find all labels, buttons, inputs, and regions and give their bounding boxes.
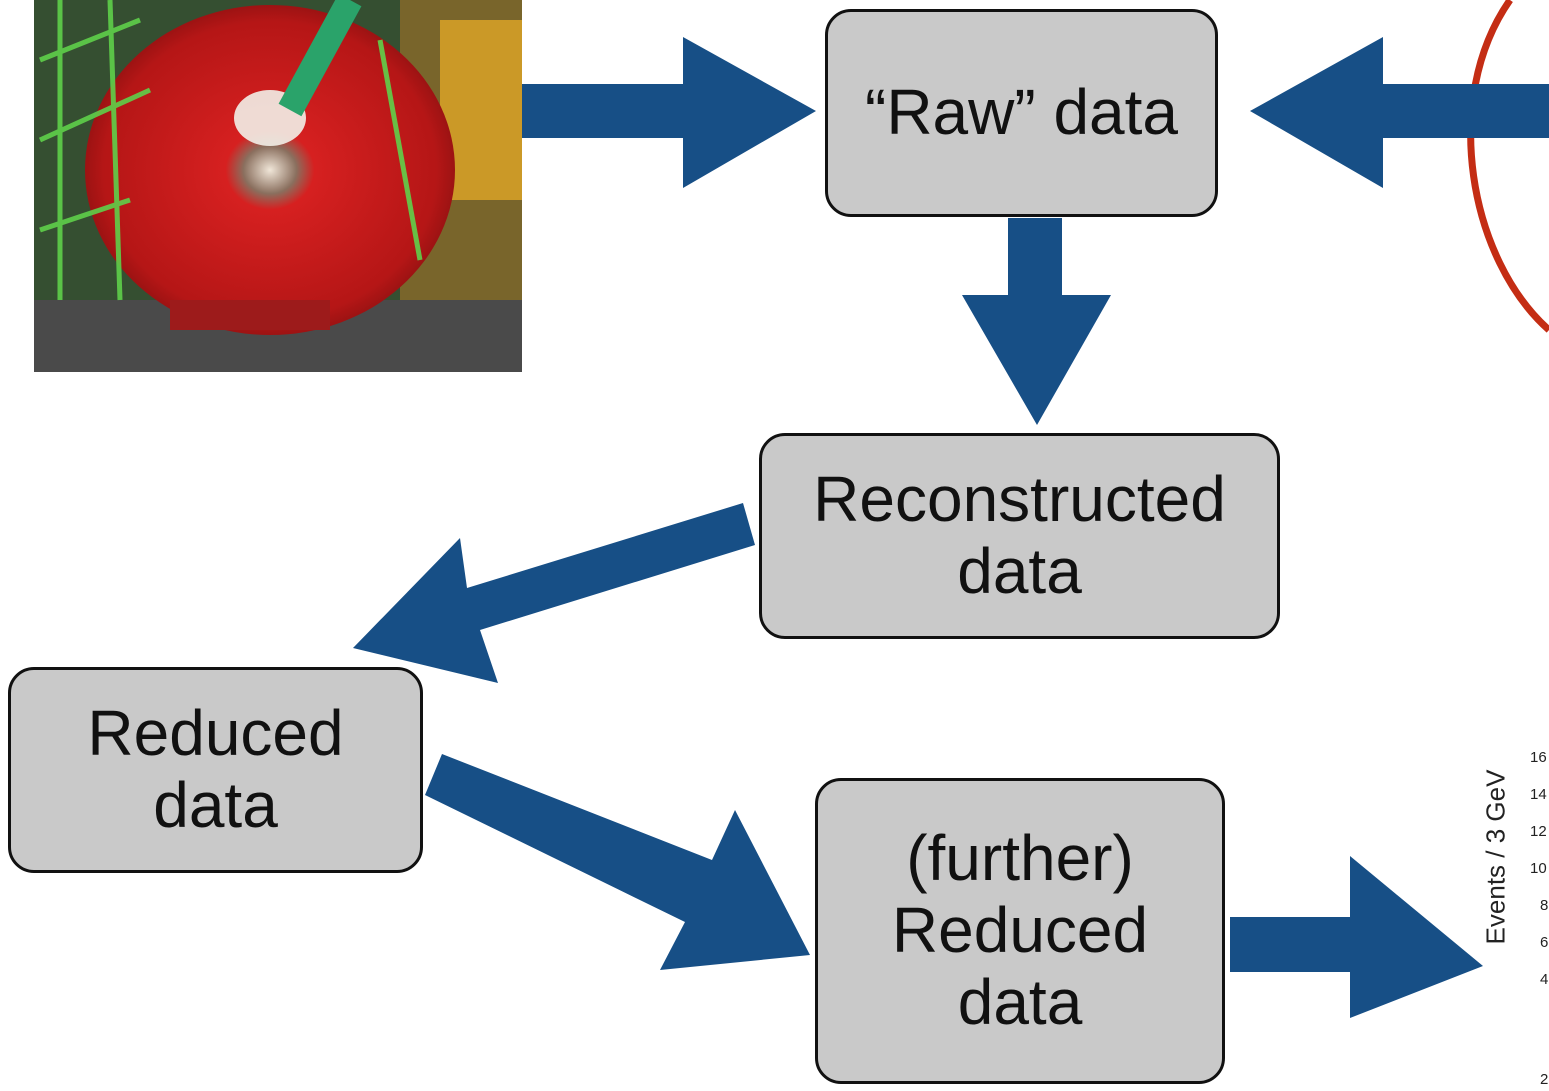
reconstructed-data-label-line2: data (957, 535, 1082, 607)
further-reduced-data-box: (further) Reduced data (815, 778, 1225, 1084)
histogram-tick-label: 10 (1530, 860, 1547, 877)
detector-photo (34, 0, 522, 372)
arrow-further-to-histogram (1230, 856, 1483, 1018)
reduced-data-label-line2: data (153, 769, 278, 841)
further-reduced-label-line1: (further) (906, 822, 1134, 895)
red-circle-arc (1467, 0, 1549, 333)
reconstructed-data-label-line1: Reconstructed (813, 463, 1226, 536)
arrow-reduced-to-further (425, 754, 810, 970)
further-reduced-label-line3: data (957, 965, 1083, 1038)
reconstructed-data-box: Reconstructed data (759, 433, 1280, 639)
arrow-raw-to-reconstructed (962, 218, 1111, 425)
arrow-circle-to-raw (1250, 37, 1549, 188)
histogram-tick-label: 4 (1540, 971, 1549, 988)
histogram-axis-title: Events / 3 GeV (1480, 769, 1511, 945)
histogram-tick-label: 2 (1540, 1071, 1549, 1088)
raw-data-label: “Raw” data (865, 76, 1178, 149)
further-reduced-label-line2: Reduced (891, 894, 1149, 967)
histogram-tick-label: 8 (1540, 897, 1549, 914)
histogram-tick-label: 16 (1530, 749, 1547, 766)
histogram-tick-label: 12 (1530, 823, 1547, 840)
reduced-data-box: Reduced data (8, 667, 423, 873)
arrow-reconstructed-to-reduced (353, 503, 755, 683)
raw-data-box: “Raw” data (825, 9, 1218, 217)
arrow-detector-to-raw (522, 37, 816, 188)
histogram-tick-label: 6 (1540, 934, 1549, 951)
histogram-tick-label: 14 (1530, 786, 1547, 803)
reduced-data-label-line1: Reduced (87, 697, 344, 770)
